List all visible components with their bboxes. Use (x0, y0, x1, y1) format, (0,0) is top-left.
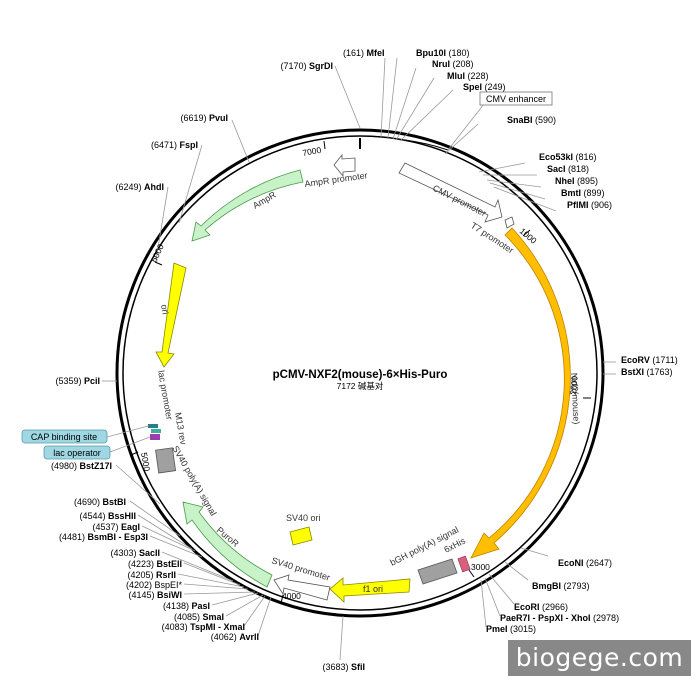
svg-text:(4205) RsrII: (4205) RsrII (127, 570, 176, 580)
svg-text:(7170) SgrDI: (7170) SgrDI (280, 61, 333, 71)
sv40-ori-label: SV40 ori (286, 513, 321, 523)
svg-text:NheI (895): NheI (895) (555, 176, 598, 186)
cap-leader (106, 425, 149, 438)
tick-2000: 2000 (568, 375, 580, 395)
site-labels: (161) MfeI Bpu10I (180) NruI (208) MluI … (51, 48, 678, 672)
svg-text:PflMI (906): PflMI (906) (567, 200, 612, 210)
svg-text:Bpu10I (180): Bpu10I (180) (416, 48, 470, 58)
svg-text:(4138) PasI: (4138) PasI (163, 601, 210, 611)
f1-ori-arrow (329, 577, 411, 603)
backbone-inner (122, 135, 598, 611)
ampr-promoter-arrow (333, 153, 356, 178)
svg-text:(6249) AhdI: (6249) AhdI (115, 182, 164, 192)
cmv-enhancer-leader (447, 103, 485, 151)
cmv-enhancer-arc (404, 139, 449, 151)
backbone-outer (115, 128, 605, 618)
svg-text:(161) MfeI: (161) MfeI (343, 48, 385, 58)
svg-text:PmeI (3015): PmeI (3015) (486, 624, 536, 634)
svg-text:PaeR7I - PspXI - XhoI (2978): PaeR7I - PspXI - XhoI (2978) (500, 613, 619, 623)
t7-promoter-arrow (504, 216, 515, 229)
svg-text:Eco53kI (816): Eco53kI (816) (539, 152, 597, 162)
svg-text:(4062) AvrII: (4062) AvrII (211, 632, 259, 642)
svg-text:SacI (818): SacI (818) (547, 164, 589, 174)
lac-promoter-label: lac promoter (156, 370, 175, 421)
svg-text:(4085) SmaI: (4085) SmaI (174, 612, 224, 622)
svg-text:(4537) EagI: (4537) EagI (92, 522, 140, 532)
svg-text:(4083) TspMI - XmaI: (4083) TspMI - XmaI (162, 622, 245, 632)
cmv-enhancer-label: CMV enhancer (486, 94, 546, 104)
svg-text:(4690) BstBI: (4690) BstBI (74, 497, 126, 507)
svg-text:BmtI (899): BmtI (899) (561, 188, 605, 198)
watermark: biogege.com (508, 640, 691, 676)
nxf2-gene-label: Nxf2(mouse) (569, 373, 582, 425)
cap-callout-box (21, 429, 108, 444)
ori-label: ori (159, 304, 171, 316)
svg-text:(5359) PciI: (5359) PciI (55, 376, 100, 386)
lac-operator-leader (109, 436, 151, 453)
cmv-enhancer-box (479, 91, 553, 106)
ampr-promoter-label: AmpR promoter (304, 170, 368, 189)
svg-text:NruI (208): NruI (208) (432, 59, 474, 69)
lac-operator-label: lac operator (53, 448, 101, 458)
svg-text:SnaBI (590): SnaBI (590) (507, 115, 556, 125)
svg-text:(3683) SfiI: (3683) SfiI (322, 662, 365, 672)
puror-arrow (182, 501, 273, 588)
svg-text:(4481) BsmBI - Esp3I: (4481) BsmBI - Esp3I (59, 532, 148, 542)
site-leaders (102, 57, 616, 661)
sv40-ori-box (289, 526, 313, 546)
tick-3000: 3000 (471, 562, 490, 572)
cmv-promoter-arrow (398, 162, 503, 223)
svg-text:SpeI (249): SpeI (249) (463, 82, 506, 92)
svg-text:(4980) BstZ17I: (4980) BstZ17I (51, 461, 112, 471)
sv40-promoter-arrow (273, 574, 331, 601)
cap-callout-label: CAP binding site (31, 432, 97, 442)
tick-7000: 7000 (302, 145, 323, 158)
svg-text:(4202) BspEI*: (4202) BspEI* (126, 580, 183, 590)
svg-text:(4303) SacII: (4303) SacII (110, 548, 160, 558)
grey-feature-box (155, 447, 177, 474)
svg-text:EcoRI (2966): EcoRI (2966) (514, 602, 568, 612)
m13-rev-label: M13 rev (173, 412, 189, 446)
plasmid-title: pCMV-NXF2(mouse)-6×His-Puro (273, 369, 448, 381)
svg-text:(6471) FspI: (6471) FspI (151, 140, 198, 150)
lac-operator-box (43, 445, 111, 460)
tick-4000: 4000 (282, 591, 301, 601)
svg-text:MluI (228): MluI (228) (447, 71, 489, 81)
cap-site-mark (148, 424, 158, 428)
f1-ori-label: f1 ori (363, 584, 383, 594)
lac-operator-mark (150, 434, 160, 440)
tick-5000: 5000 (139, 452, 152, 473)
svg-text:BstXI (1763): BstXI (1763) (621, 367, 673, 377)
svg-text:BmgBI (2793): BmgBI (2793) (532, 581, 590, 591)
svg-text:EcoNI (2647): EcoNI (2647) (558, 558, 612, 568)
m13-mark (151, 429, 161, 433)
ori-arrow (155, 262, 187, 368)
ampr-arrow (191, 169, 304, 242)
tick-marks (130, 140, 591, 604)
svg-text:(4223) BstEII: (4223) BstEII (128, 559, 182, 569)
svg-text:EcoRV (1711): EcoRV (1711) (621, 355, 678, 365)
svg-text:(6619) PvuI: (6619) PvuI (180, 113, 228, 123)
svg-text:(4145) BsiWI: (4145) BsiWI (128, 590, 182, 600)
tick-6000: 6000 (149, 242, 166, 264)
nxf2-gene-arrow (470, 227, 571, 559)
bgh-polya-box (417, 558, 458, 585)
plasmid-size: 7172 碱基对 (337, 381, 384, 391)
svg-text:(4544) BssHII: (4544) BssHII (79, 511, 136, 521)
his-tag-box (457, 555, 471, 573)
